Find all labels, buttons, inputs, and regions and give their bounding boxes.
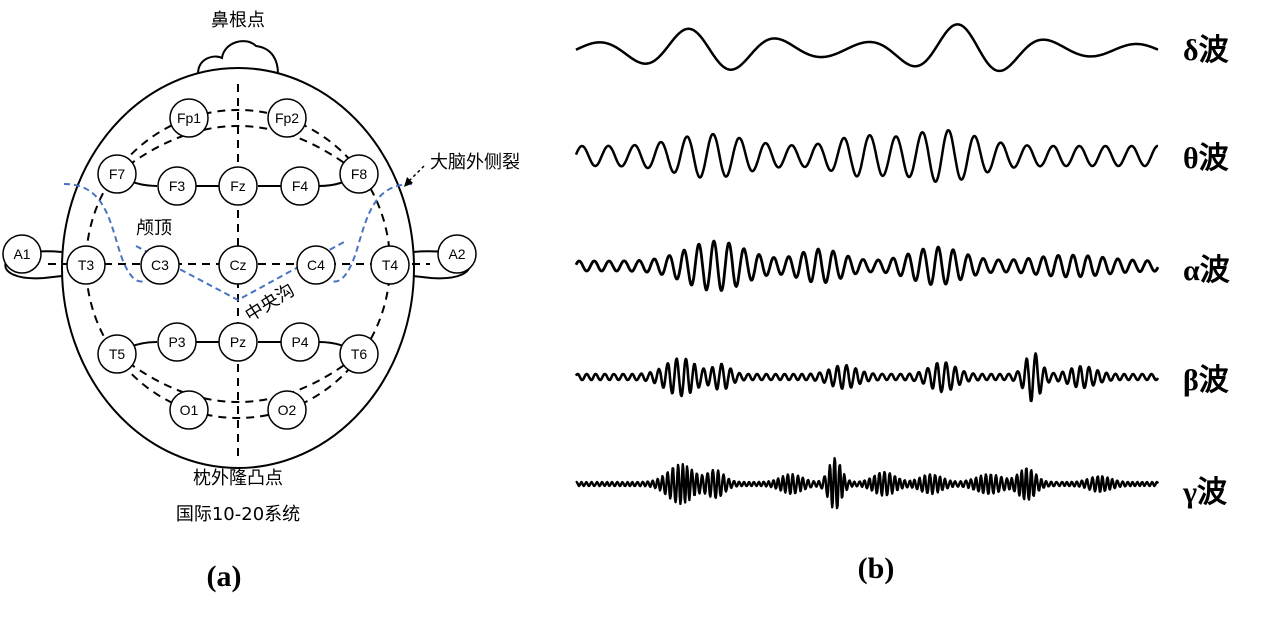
electrode-circle xyxy=(169,390,209,430)
electrode-circle xyxy=(169,98,209,138)
electrode-pz: Pz xyxy=(218,322,258,362)
lateral-sulcus-label: 大脑外侧裂 xyxy=(430,152,520,173)
electrode-circle xyxy=(157,322,197,362)
electrode-f8: F8 xyxy=(339,154,379,194)
electrode-fp2: Fp2 xyxy=(267,98,307,138)
wave-label-delta: δ波 xyxy=(1183,34,1230,67)
electrode-cz: Cz xyxy=(218,245,258,285)
nasion-label: 鼻根点 xyxy=(211,10,265,31)
wave-label-beta: β波 xyxy=(1183,364,1230,397)
electrode-fz: Fz xyxy=(218,166,258,206)
electrode-label: P3 xyxy=(168,334,185,350)
waveform-theta xyxy=(574,129,1159,183)
electrode-label: O2 xyxy=(278,402,297,418)
panel-b: δ波 θ波 α波 β波 γ波 (b) xyxy=(574,23,1231,585)
electrode-a2: A2 xyxy=(437,234,477,274)
arrowhead xyxy=(404,177,413,187)
electrode-label: Cz xyxy=(229,257,246,273)
electrode-label: Fp2 xyxy=(275,110,299,126)
electrode-f4: F4 xyxy=(280,166,320,206)
electrode-circle xyxy=(218,245,258,285)
electrode-circle xyxy=(280,166,320,206)
electrode-circle xyxy=(370,245,410,285)
electrode-t3: T3 xyxy=(66,245,106,285)
electrode-t4: T4 xyxy=(370,245,410,285)
nose-shape xyxy=(197,40,279,75)
electrode-o1: O1 xyxy=(169,390,209,430)
electrode-circle xyxy=(296,245,336,285)
electrode-label: O1 xyxy=(180,402,199,418)
electrode-circle xyxy=(280,322,320,362)
electrode-label: A1 xyxy=(13,246,30,262)
electrode-circle xyxy=(66,245,106,285)
electrode-label: C4 xyxy=(307,257,325,273)
electrode-circle xyxy=(339,154,379,194)
waveform-gamma xyxy=(575,457,1160,510)
electrode-label: Fz xyxy=(230,178,246,194)
electrode-label: T6 xyxy=(351,346,368,362)
electrode-p4: P4 xyxy=(280,322,320,362)
electrode-c4: C4 xyxy=(296,245,336,285)
electrode-circle xyxy=(140,245,180,285)
electrode-t5: T5 xyxy=(97,334,137,374)
parietal-label: 颅顶 xyxy=(136,218,172,239)
electrode-circle xyxy=(218,322,258,362)
electrode-a1: A1 xyxy=(2,234,42,274)
lateral-sulcus-curve-right xyxy=(329,183,413,283)
electrode-circle xyxy=(97,334,137,374)
waveform-delta xyxy=(575,23,1159,73)
panel-a-label: (a) xyxy=(207,560,242,593)
electrode-label: T3 xyxy=(78,257,95,273)
system-label: 国际10-20系统 xyxy=(176,504,300,525)
electrode-circle xyxy=(267,390,307,430)
electrode-circle xyxy=(218,166,258,206)
electrode-circle xyxy=(267,98,307,138)
waveform-alpha xyxy=(574,239,1160,292)
electrode-o2: O2 xyxy=(267,390,307,430)
electrode-label: F7 xyxy=(109,166,126,182)
lateral-sulcus-arrow xyxy=(405,165,425,185)
electrode-label: T4 xyxy=(382,257,399,273)
electrode-p3: P3 xyxy=(157,322,197,362)
panel-b-label: (b) xyxy=(858,552,895,585)
electrode-label: Fp1 xyxy=(177,110,201,126)
electrode-fp1: Fp1 xyxy=(169,98,209,138)
electrode-label: T5 xyxy=(109,346,126,362)
wave-label-theta: θ波 xyxy=(1183,142,1230,175)
wave-label-alpha: α波 xyxy=(1183,254,1231,287)
lateral-sulcus-curve xyxy=(63,183,147,283)
electrode-label: P4 xyxy=(291,334,308,350)
electrode-c3: C3 xyxy=(140,245,180,285)
electrode-label: Pz xyxy=(230,334,246,350)
electrode-label: F3 xyxy=(169,178,186,194)
inion-label: 枕外隆凸点 xyxy=(193,468,283,489)
electrode-circle xyxy=(437,234,477,274)
wave-label-gamma: γ波 xyxy=(1182,476,1228,509)
electrode-circle xyxy=(97,154,137,194)
electrode-circle xyxy=(157,166,197,206)
electrode-f3: F3 xyxy=(157,166,197,206)
electrode-label: F4 xyxy=(292,178,309,194)
waveform-beta xyxy=(574,352,1160,403)
electrode-label: C3 xyxy=(151,257,169,273)
electrode-circle xyxy=(2,234,42,274)
wave-layer xyxy=(574,23,1160,510)
electrode-circle xyxy=(339,334,379,374)
electrode-label: F8 xyxy=(351,166,368,182)
electrode-label: A2 xyxy=(448,246,465,262)
electrode-t6: T6 xyxy=(339,334,379,374)
electrode-f7: F7 xyxy=(97,154,137,194)
